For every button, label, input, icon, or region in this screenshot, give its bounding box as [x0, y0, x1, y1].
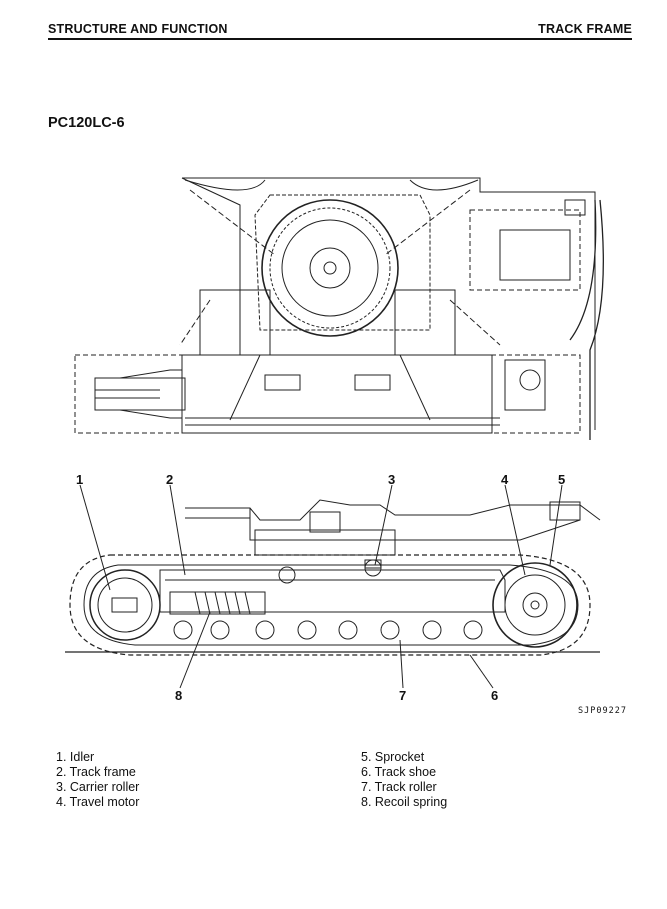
legend-item: 6. Track shoe — [361, 765, 437, 779]
model-title: PC120LC-6 — [48, 115, 125, 131]
figure-code: SJP09227 — [578, 706, 627, 716]
legend-item: 1. Idler — [56, 750, 95, 764]
callout-1: 1 — [76, 472, 84, 487]
leader-lines — [79, 484, 563, 689]
section-title: STRUCTURE AND FUNCTION — [48, 22, 228, 36]
topic-title: TRACK FRAME — [538, 22, 632, 36]
header-rule — [48, 38, 632, 40]
callout-8: 8 — [175, 688, 183, 703]
legend-right: 5. Sprocket 6. Track shoe 7. Track rolle… — [361, 750, 447, 810]
callout-5: 5 — [558, 472, 566, 487]
callout-4: 4 — [501, 472, 509, 487]
top-view-drawing — [74, 177, 604, 440]
side-view-drawing — [65, 499, 601, 656]
callout-2: 2 — [166, 472, 174, 487]
legend-item: 7. Track roller — [361, 780, 437, 794]
callout-7: 7 — [399, 688, 407, 703]
legend-item: 3. Carrier roller — [56, 780, 140, 794]
legend-item: 5. Sprocket — [361, 750, 425, 764]
legend-item: 4. Travel motor — [56, 795, 140, 809]
callout-3: 3 — [388, 472, 396, 487]
callout-6: 6 — [491, 688, 499, 703]
page-header: STRUCTURE AND FUNCTION TRACK FRAME — [48, 20, 632, 38]
legend-left: 1. Idler 2. Track frame 3. Carrier rolle… — [56, 750, 139, 810]
legend-item: 8. Recoil spring — [361, 795, 448, 809]
legend-item: 2. Track frame — [56, 765, 136, 779]
